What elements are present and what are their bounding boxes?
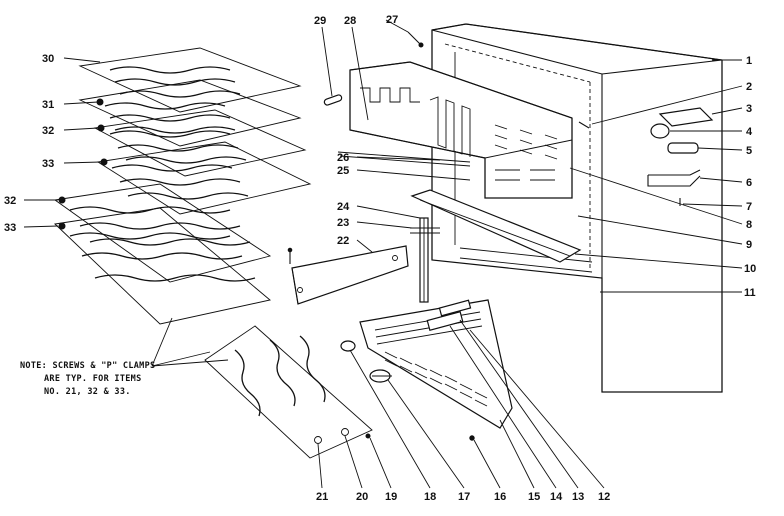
evaporator-part-25 [337, 61, 573, 199]
callout-10: 10 [744, 263, 756, 275]
bracket-part-6 [647, 169, 701, 187]
screw-part-2 [578, 121, 590, 129]
callout-32-lower: 32 [4, 195, 16, 207]
wire-shelf-part-33-lower [54, 207, 271, 325]
callout-22: 22 [337, 235, 349, 247]
wire-shelf-part-33 [96, 141, 312, 215]
callout-27: 27 [386, 14, 398, 26]
callout-labels: 1 2 3 4 5 6 7 8 9 10 11 12 13 14 15 16 1… [4, 14, 756, 503]
leader-lines [23, 19, 743, 489]
callout-11: 11 [744, 287, 756, 299]
callout-3: 3 [746, 103, 752, 115]
note-line-3: NO. 21, 32 & 33. [44, 387, 131, 397]
callout-25: 25 [337, 165, 349, 177]
callout-8: 8 [746, 219, 752, 231]
tube-part-29 [323, 94, 343, 106]
callout-5: 5 [746, 145, 752, 157]
callout-33-lower: 33 [4, 222, 16, 234]
screw-part-19 [365, 433, 371, 439]
screw-part-16 [469, 435, 475, 441]
clip-part-18 [340, 340, 356, 352]
callout-12: 12 [598, 491, 610, 503]
callout-21: 21 [316, 491, 328, 503]
callout-19: 19 [385, 491, 397, 503]
screw-part-27 [407, 31, 424, 48]
callout-20: 20 [356, 491, 368, 503]
drain-trough-part-10 [410, 189, 582, 263]
callout-18: 18 [424, 491, 436, 503]
wire-shelf-part-30 [78, 47, 302, 113]
callout-1: 1 [746, 55, 752, 67]
socket-part-5 [667, 142, 699, 154]
callout-17: 17 [458, 491, 470, 503]
wire-shelf-part-31 [78, 79, 302, 147]
callout-31: 31 [42, 99, 54, 111]
wire-shelf-part-32 [93, 109, 307, 177]
callout-6: 6 [746, 177, 752, 189]
callout-33: 33 [42, 158, 54, 170]
callout-28: 28 [344, 15, 356, 27]
callout-32: 32 [42, 125, 54, 137]
callout-30: 30 [42, 53, 54, 65]
p-clamp-part-20 [314, 428, 349, 444]
callout-13: 13 [572, 491, 584, 503]
plate-part-3 [658, 107, 714, 127]
latch-part-14 [438, 299, 472, 317]
knob-part-17 [369, 369, 392, 383]
callout-2: 2 [746, 81, 752, 93]
callout-29: 29 [314, 15, 326, 27]
callout-9: 9 [746, 239, 752, 251]
callout-23: 23 [337, 217, 349, 229]
callout-14: 14 [550, 491, 563, 503]
clip-part-23 [410, 227, 440, 234]
bottom-shelf-part-21 [204, 325, 373, 459]
callout-7: 7 [746, 201, 752, 213]
bulb-part-4 [650, 123, 670, 139]
callout-15: 15 [528, 491, 540, 503]
drain-tube-part-24 [419, 217, 429, 303]
note-line-1: NOTE: SCREWS & "P" CLAMPS [20, 361, 155, 371]
callout-16: 16 [494, 491, 506, 503]
assembly-note: NOTE: SCREWS & "P" CLAMPS ARE TYP. FOR I… [20, 361, 155, 397]
hinge-part-13 [426, 311, 464, 331]
callout-26: 26 [337, 152, 349, 164]
callout-24: 24 [337, 201, 350, 213]
bracket-part-22 [287, 245, 409, 305]
note-line-2: ARE TYP. FOR ITEMS [44, 374, 142, 384]
wire-shelf-part-32-lower [53, 183, 272, 283]
callout-4: 4 [746, 126, 753, 138]
